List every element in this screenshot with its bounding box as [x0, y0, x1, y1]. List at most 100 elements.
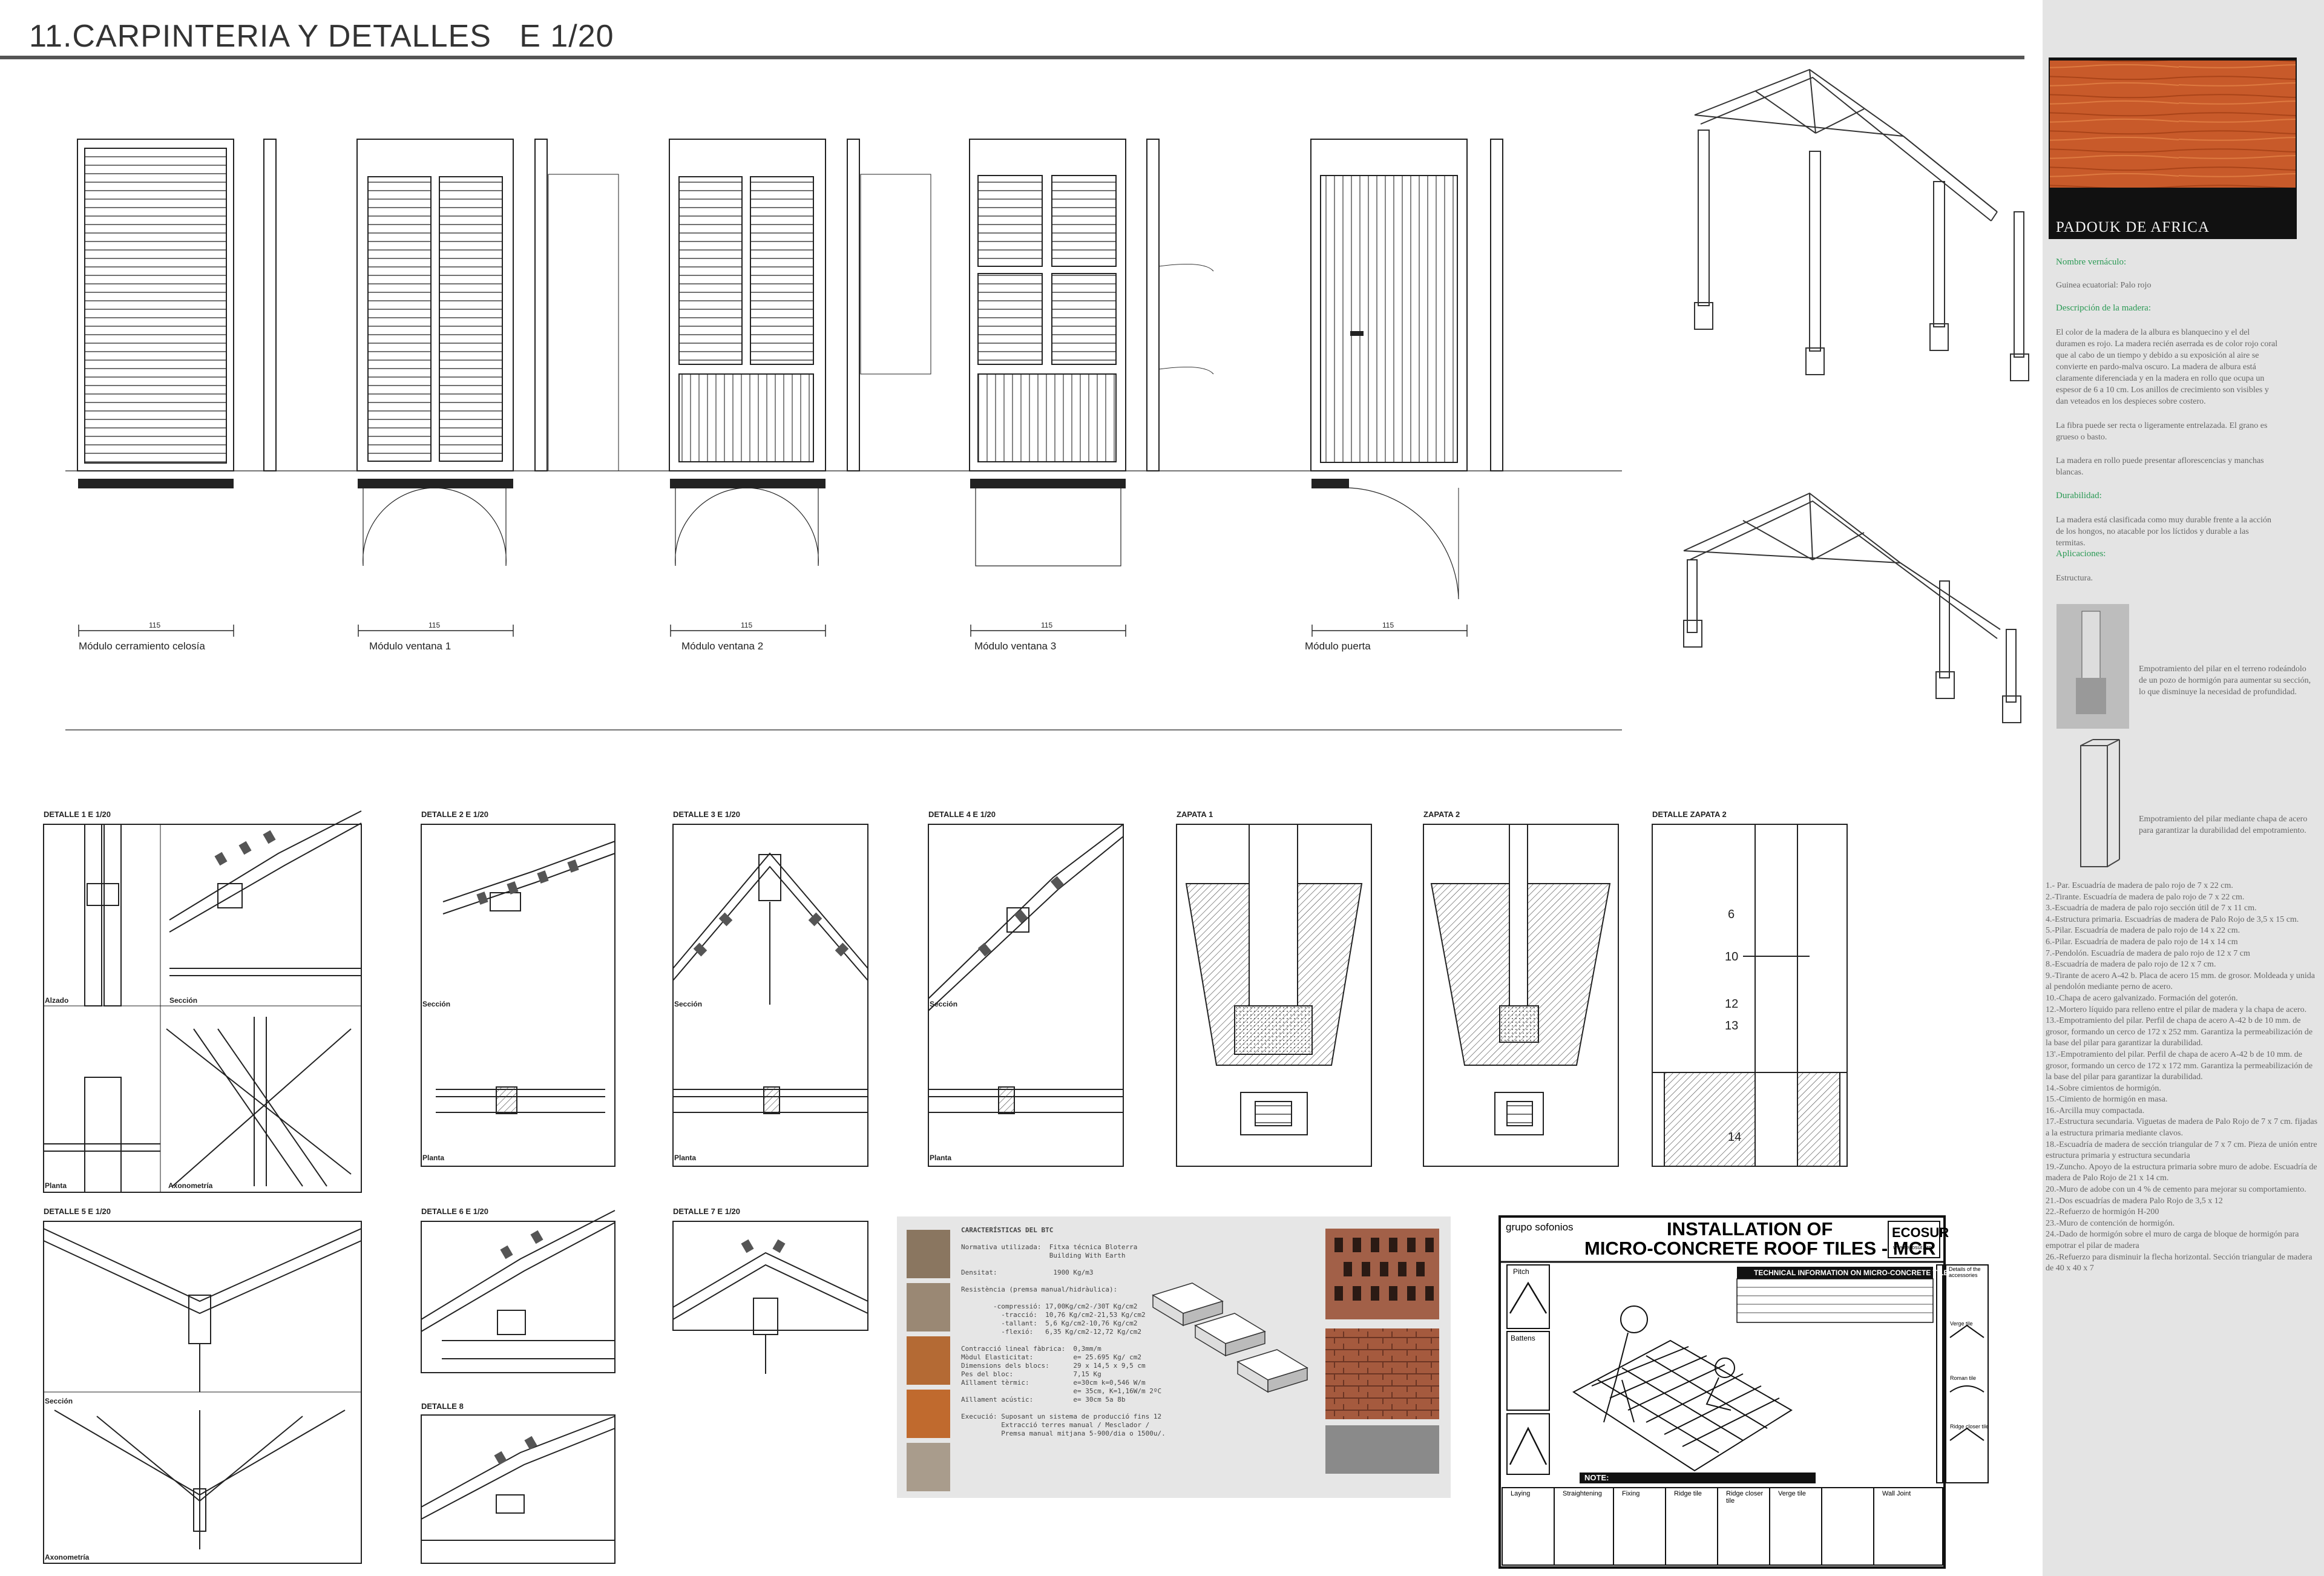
desc-paragraph-1: El color de la madera de la albura es bl… — [2056, 328, 2278, 406]
poster-details-heading: Details of the accessories — [1949, 1266, 1981, 1278]
poster-step-label: Ridge closer tile — [1726, 1490, 1764, 1505]
sublabel-planta-d1: Planta — [45, 1181, 67, 1190]
sublabel-planta-d4: Planta — [930, 1154, 952, 1162]
legend-item: 15.-Cimiento de hormigón en masa. — [2046, 1095, 2168, 1105]
btc-heading: CARACTERÍSTICAS DEL BTC — [961, 1226, 1054, 1234]
module-label-ventana-3: Módulo ventana 3 — [974, 640, 1057, 652]
legend-item: 20.-Muro de adobe con un 4 % de cemento … — [2046, 1185, 2306, 1195]
legend-item: 14.-Sobre cimientos de hormigón. — [2046, 1083, 2161, 1093]
sublabel-seccion-d4: Sección — [930, 1000, 958, 1008]
legend-item: 22.-Refuerzo de hormigón H-200 — [2046, 1207, 2159, 1217]
poster-brand: ECOSUR — [1892, 1225, 1949, 1240]
title-rule — [0, 56, 2024, 59]
desc-heading: Descripción de la madera: — [2056, 303, 2152, 313]
sidebar-panel — [2043, 0, 2324, 1576]
detalle-4-frame — [928, 824, 1124, 1167]
btc-characteristics: Normativa utilizada: Fitxa técnica Blote… — [961, 1243, 1166, 1437]
btc-blocks-3d — [1152, 1282, 1308, 1393]
dz-number-10: 10 — [1725, 950, 1739, 964]
poster-side-ridge-closer: Ridge closer tile — [1950, 1423, 1989, 1430]
embed-caption-2: Empotramiento del pilar mediante chapa d… — [2139, 815, 2308, 835]
poster-step-label: Ridge tile — [1674, 1490, 1702, 1497]
legend-list: 1.- Par. Escuadría de madera de palo roj… — [2046, 881, 2318, 1275]
desc-paragraph-3: La madera en rollo puede presentar aflor… — [2056, 456, 2264, 477]
module-label-ventana-2: Módulo ventana 2 — [681, 640, 764, 652]
dz-number-12: 12 — [1725, 997, 1739, 1011]
legend-item: 8.-Escuadría de madera de palo rojo de 1… — [2046, 960, 2216, 970]
legend-item: 16.-Arcilla muy compactada. — [2046, 1106, 2145, 1115]
durability-heading: Durabilidad: — [2056, 491, 2102, 501]
embed-caption-1: Empotramiento del pilar en el terreno ro… — [2139, 665, 2311, 697]
module-dim-ventana-1: 115 — [428, 621, 441, 629]
sublabel-seccion-d3: Sección — [674, 1000, 703, 1008]
truss-axonometric-1 — [1694, 68, 2029, 381]
brick-wall-photo-3 — [1325, 1425, 1439, 1474]
detail-title-2: DETALLE 2 E 1/20 — [421, 810, 489, 819]
desc-paragraph-2: La fibra puede ser recta o ligeramente e… — [2056, 421, 2268, 442]
poster-side-verge: Verge tile — [1950, 1321, 1973, 1327]
legend-item: 18.-Escuadría de madera de sección trian… — [2046, 1140, 2317, 1161]
poster-step-label: Fixing — [1622, 1490, 1640, 1497]
legend-item: 10.-Chapa de acero galvanizado. Formació… — [2046, 993, 2238, 1003]
detalle-2-frame — [421, 824, 615, 1167]
wood-name: PADOUK DE AFRICA — [2056, 219, 2210, 235]
poster-battens: Battens — [1511, 1334, 1535, 1342]
module-dim-celosia: 115 — [149, 621, 161, 629]
brick-wall-photo-2 — [1325, 1328, 1439, 1419]
legend-item: 13'.-Empotramiento del pilar. Perfil de … — [2046, 1049, 2313, 1082]
module-label-puerta: Módulo puerta — [1305, 640, 1371, 652]
module-dim-ventana-3: 115 — [1041, 621, 1053, 629]
module-label-celosia: Módulo cerramiento celosía — [79, 640, 205, 652]
legend-item: 12.-Mortero líquido para relleno entre e… — [2046, 1005, 2307, 1014]
legend-item: 3.-Escuadría de madera de palo rojo secc… — [2046, 904, 2257, 913]
poster-company: grupo sofonios — [1506, 1221, 1574, 1233]
legend-item: 24.-Dado de hormigón sobre el muro de ca… — [2046, 1230, 2299, 1250]
module-puerta — [1310, 139, 1503, 600]
module-ventana-2 — [669, 139, 931, 566]
sublabel-seccion-d1: Sección — [169, 996, 198, 1005]
legend-item: 23.-Muro de contención de hormigón. — [2046, 1218, 2175, 1228]
detalle-1-frame — [43, 810, 362, 1193]
detalle-3-frame — [672, 824, 868, 1167]
poster-step-label: Verge tile — [1778, 1490, 1806, 1497]
poster-roof-illustration — [1572, 1305, 1793, 1472]
module-ventana-3 — [969, 139, 1214, 566]
zapata-2-frame — [1423, 824, 1619, 1167]
detail-title-6: DETALLE 6 E 1/20 — [421, 1207, 489, 1216]
legend-item: 13.-Empotramiento del pilar. Perfil de c… — [2046, 1016, 2313, 1048]
poster-step-label: Wall Joint — [1882, 1490, 1911, 1497]
detail-title-1: DETALLE 1 E 1/20 — [44, 810, 111, 819]
poster-side-roman: Roman tile — [1950, 1375, 1977, 1381]
applications-text: Estructura. — [2056, 574, 2093, 583]
module-celosia — [77, 139, 277, 488]
legend-item: 26.-Refuerzo para disminuir la flecha ho… — [2046, 1252, 2313, 1273]
legend-item: 7.-Pendolón. Escuadría de madera de palo… — [2046, 948, 2250, 958]
dz-number-6: 6 — [1728, 908, 1735, 921]
poster-title-line-2: MICRO-CONCRETE ROOF TILES - MCR — [1584, 1238, 1936, 1259]
btc-sample-1 — [907, 1230, 950, 1278]
detail-title-4: DETALLE 4 E 1/20 — [928, 810, 996, 819]
detail-title-7: DETALLE 7 E 1/20 — [673, 1207, 741, 1216]
embed-image-2 — [2080, 739, 2120, 867]
detail-title-5: DETALLE 5 E 1/20 — [44, 1207, 111, 1216]
legend-item: 21.-Dos escuadrías de madera Palo Rojo d… — [2046, 1196, 2223, 1206]
tile-chips — [214, 830, 1065, 1465]
legend-item: 17.-Estructura secundaria. Viguetas de m… — [2046, 1117, 2318, 1138]
legend-item: 2.-Tirante. Escuadría de madera de palo … — [2046, 892, 2245, 902]
detalle-zapata-2-frame — [1652, 824, 1848, 1167]
module-dim-puerta: 115 — [1382, 621, 1394, 629]
module-dimensions — [78, 625, 1468, 637]
detail-title-zapata-2: ZAPATA 2 — [1423, 810, 1460, 819]
padouk-wood-sample — [2050, 61, 2296, 188]
sublabel-seccion-d5: Sección — [45, 1397, 73, 1405]
module-label-ventana-1: Módulo ventana 1 — [369, 640, 451, 652]
detalle-7-frame — [672, 1221, 868, 1374]
detail-title-zapata-1: ZAPATA 1 — [1177, 810, 1213, 819]
poster-step-label: Straightening — [1563, 1490, 1602, 1497]
legend-item: 19.-Zuncho. Apoyo de la estructura prima… — [2046, 1162, 2317, 1183]
dz-number-14: 14 — [1728, 1131, 1742, 1144]
poster-title-line-1: INSTALLATION OF — [1667, 1218, 1833, 1239]
sublabel-planta-d3: Planta — [674, 1154, 697, 1162]
durability-text: La madera está clasificada como muy dura… — [2056, 516, 2272, 548]
